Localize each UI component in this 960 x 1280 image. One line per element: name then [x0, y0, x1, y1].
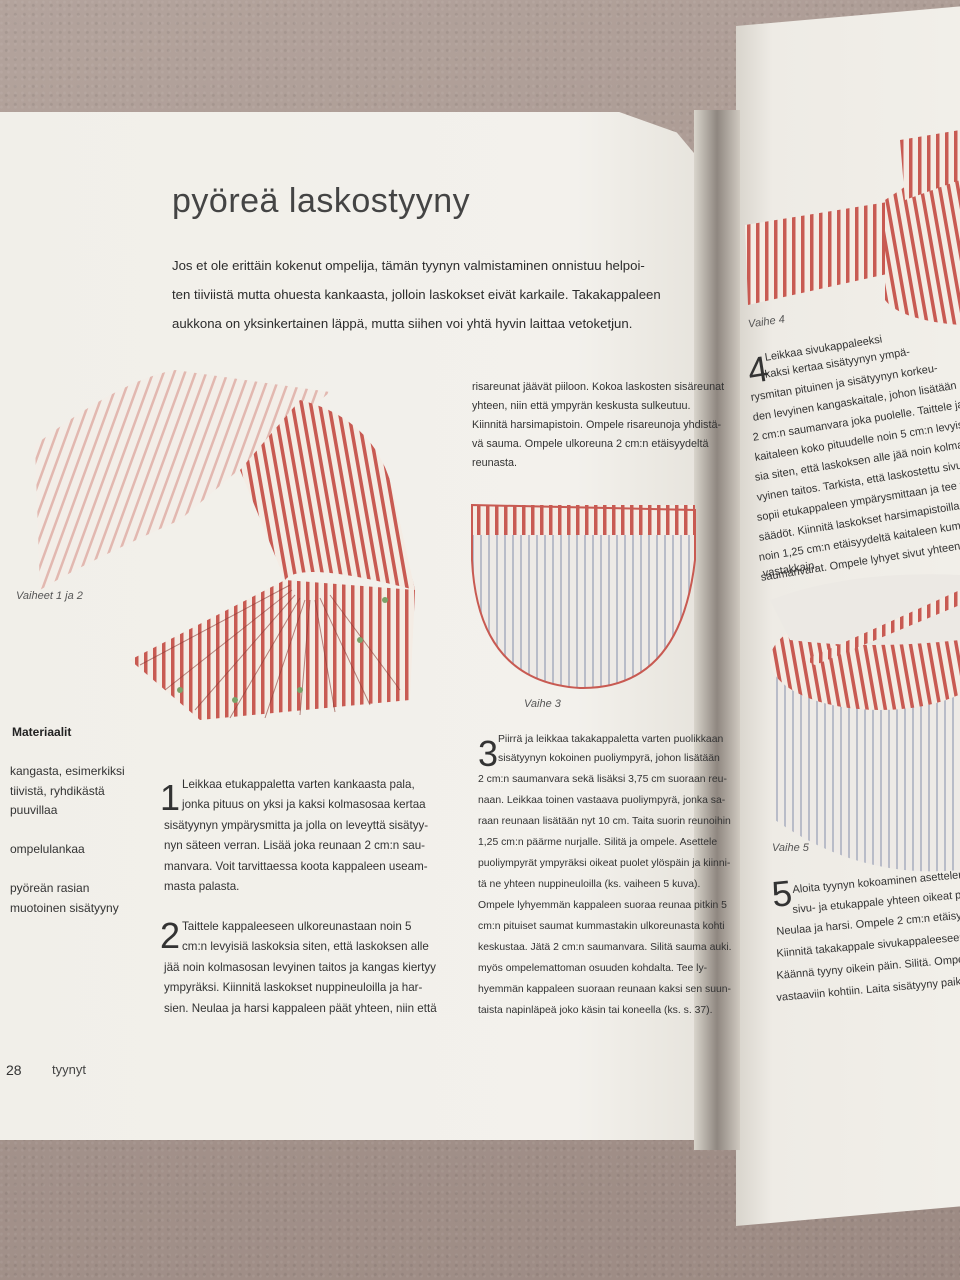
- step-2-line: sien. Neulaa ja harsi kappaleen päät yht…: [164, 1002, 437, 1015]
- intro-line: ten tiiviistä mutta ohuesta kankaasta, j…: [172, 287, 661, 302]
- step-1-number: 1: [160, 777, 181, 818]
- step-2-cont-line: risareunat jäävät piiloon. Kokoa laskost…: [472, 381, 725, 393]
- material-item: pyöreän rasian: [10, 881, 90, 895]
- intro-line: Jos et ole erittäin kokenut ompelija, tä…: [172, 258, 645, 273]
- step-2-line: jää noin kolmasosan levyinen taitos ja k…: [164, 961, 436, 974]
- step-3-line: puoliympyrät ympyräksi oikeat puolet ylö…: [478, 858, 731, 869]
- step-1-line: masta palasta.: [164, 880, 240, 893]
- page-number: 28: [6, 1062, 22, 1078]
- step-3-line: Piirrä ja leikkaa takakappaletta varten …: [498, 734, 724, 745]
- intro-line: aukkona on yksinkertainen läppä, mutta s…: [172, 316, 633, 331]
- step-2-cont-line: reunasta.: [472, 457, 518, 469]
- step-3-line: naan. Leikkaa toinen vastaava puoliympyr…: [478, 795, 726, 806]
- page-title: pyöreä laskostyyny: [172, 182, 471, 220]
- book-gutter: [694, 110, 740, 1150]
- step-3-number: 3: [478, 733, 499, 774]
- step-3-line: 2 cm:n saumanvara sekä lisäksi 3,75 cm s…: [478, 774, 727, 785]
- material-item: puuvillaa: [10, 803, 58, 817]
- caption-step-3: Vaihe 3: [524, 698, 561, 710]
- step-2-number: 2: [160, 915, 181, 956]
- materials-heading: Materiaalit: [12, 725, 72, 739]
- step-3-line: hyemmän kappaleen suoraan reunaan kaksi …: [478, 984, 731, 995]
- step-2-line: ympyräksi. Kiinnitä laskokset nuppineulo…: [164, 981, 423, 994]
- step-3-line: raan reunaan lisätään nyt 10 cm. Taita s…: [478, 816, 731, 827]
- step-2-cont-line: yhteen, niin että ympyrän keskusta sulke…: [472, 400, 691, 412]
- step-1-line: Leikkaa etukappaletta varten kankaasta p…: [182, 778, 415, 791]
- step-2-cont-line: vä sauma. Ompele ulkoreuna 2 cm:n etäisy…: [472, 438, 709, 450]
- material-item: tiivistä, ryhdikästä: [10, 784, 105, 798]
- step-3-line: Ompele lyhyemmän kappaleen suoraa reunaa…: [478, 900, 727, 911]
- step-2-line: cm:n levyisiä laskoksia siten, että lask…: [182, 940, 429, 953]
- step-2-cont-line: Kiinnitä harsimapistoin. Ompele risareun…: [472, 419, 722, 431]
- step-4-illustration: [745, 130, 960, 325]
- material-item: kangasta, esimerkiksi: [10, 764, 125, 778]
- step-1-line: jonka pituus on yksi ja kaksi kolmasosaa…: [182, 798, 426, 811]
- step-1-line: manvara. Voit tarvittaessa koota kappale…: [164, 860, 428, 873]
- caption-steps-1-2: Vaiheet 1 ja 2: [16, 590, 83, 602]
- step-3-line: keskustaa. Jätä 2 cm:n saumanvara. Silit…: [478, 942, 732, 953]
- material-item: muotoinen sisätyyny: [10, 901, 119, 915]
- step-3-line: 1,25 cm:n päärme nurjalle. Silitä ja omp…: [478, 837, 718, 848]
- step-3-line: cm:n pituiset saumat kummastakin ulkoreu…: [478, 921, 725, 932]
- step-5-illustration: [770, 574, 960, 872]
- step-3-illustration: [471, 503, 696, 690]
- caption-step-5: Vaihe 5: [772, 842, 809, 854]
- step-3-line: tä ne yhteen nuppineuloilla (ks. vaiheen…: [478, 879, 701, 890]
- step-5-number: 5: [769, 872, 795, 915]
- section-name: tyynyt: [52, 1062, 86, 1077]
- step-1-line: sisätyynyn ympärysmitta ja jolla on leve…: [164, 819, 429, 832]
- step-3-line: sisätyynyn kokoinen puoliympyrä, johon l…: [498, 753, 720, 764]
- material-item: ompelulankaa: [10, 842, 85, 856]
- step-3-line: taista napinläpeä joko käsin tai koneell…: [478, 1005, 713, 1016]
- step-2-line: Taittele kappaleeseen ulkoreunastaan noi…: [182, 920, 412, 933]
- step-3-line: myös ompelemattoman osuuden kohdalta. Te…: [478, 963, 708, 974]
- step-1-line: nyn säteen verran. Lisää joka reunaan 2 …: [164, 839, 426, 852]
- steps-1-2-illustration: [35, 370, 415, 720]
